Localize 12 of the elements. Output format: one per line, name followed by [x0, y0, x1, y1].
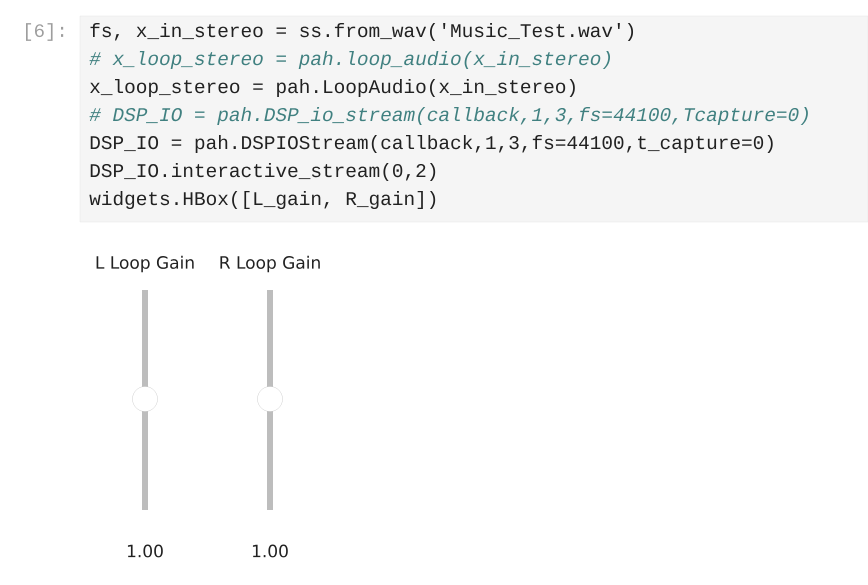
code-line: DSP_IO = pah.DSPIOStream(callback,1,3,fs=44100,t_capture=0)	[90, 134, 773, 154]
cell-prompt: [6]:	[26, 23, 64, 41]
code-comment: # DSP_IO = pah.DSP_io_stream(callback,1,3,fs=44100,Tcapture=0)	[89, 106, 808, 126]
slider-label: L Loop Gain	[96, 256, 194, 272]
code-line: x_loop_stereo = pah.LoopAudio(x_in_stereo)	[90, 78, 575, 98]
slider-value: 1.00	[252, 544, 288, 558]
code-line: fs, x_in_stereo = ss.from_wav('Music_Test.wav')	[90, 22, 634, 42]
code-line: DSP_IO.interactive_stream(0,2)	[90, 162, 436, 182]
code-comment: # x_loop_stereo = pah.loop_audio(x_in_stereo)	[89, 50, 610, 70]
code-line: widgets.HBox([L_gain, R_gain])	[89, 190, 436, 210]
slider-value: 1.00	[128, 544, 163, 558]
slider-label: R Loop Gain	[220, 256, 320, 272]
